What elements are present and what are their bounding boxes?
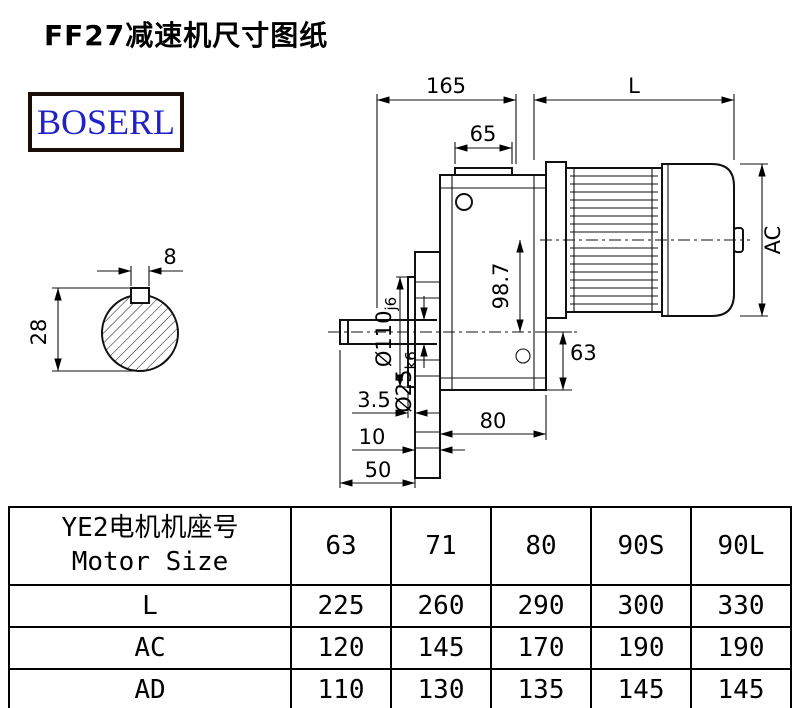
- table-row-AC: AC 120 145 170 190 190: [8, 626, 792, 670]
- dim-165: 165: [376, 74, 517, 308]
- dim-d25-label: Ø25: [392, 369, 416, 412]
- fan-boss: [733, 227, 744, 253]
- dim-28: 28: [27, 287, 140, 372]
- gearbox-inner-lines: [440, 175, 546, 390]
- dim-63-label: 63: [570, 341, 597, 365]
- AC-value: 120: [290, 626, 392, 670]
- keyway-slot: [130, 287, 150, 304]
- dim-28-label: 28: [27, 319, 51, 346]
- table-row-L: L 225 260 290 300 330: [8, 584, 792, 628]
- frame-size-71: 71: [390, 506, 492, 586]
- AD-value: 145: [590, 668, 692, 708]
- dim-d110-label: Ø110: [372, 311, 396, 368]
- AC-value: 145: [390, 626, 492, 670]
- dim-10-label: 10: [359, 425, 386, 449]
- flange-spigot: [407, 276, 416, 388]
- dim-8-label: 8: [163, 245, 176, 269]
- row-label-AD: AD: [8, 668, 292, 708]
- frame-size-63: 63: [290, 506, 392, 586]
- output-shaft: [339, 319, 437, 345]
- gearbox-bolt-hole-bottom: [515, 348, 531, 364]
- AC-value: 190: [590, 626, 692, 670]
- dim-d110: Ø110j6: [372, 276, 408, 388]
- AC-value: 190: [690, 626, 792, 670]
- shaft-section-view: 8 28: [27, 245, 183, 372]
- L-value: 300: [590, 584, 692, 628]
- shaft-section-circle: [101, 294, 179, 372]
- dim-50: 50: [339, 350, 416, 488]
- row-label-L: L: [8, 584, 292, 628]
- AD-value: 135: [490, 668, 592, 708]
- L-value: 330: [690, 584, 792, 628]
- dim-L: L: [533, 74, 735, 160]
- L-value: 260: [390, 584, 492, 628]
- dim-10: 10: [352, 425, 465, 454]
- dim-65-label: 65: [470, 122, 497, 146]
- L-value: 290: [490, 584, 592, 628]
- dim-3-5-label: 3.5: [357, 388, 390, 412]
- dim-d110-tolerance: j6: [382, 297, 400, 312]
- dim-d25: Ø25k6: [392, 296, 428, 413]
- table-header-row: YE2电机机座号 Motor Size 63 71 80 90S 90L: [8, 506, 792, 586]
- frame-size-90S: 90S: [590, 506, 692, 586]
- gearmotor-side-view: 165 L 65 AC: [328, 74, 785, 488]
- dim-AC: AC: [740, 163, 785, 317]
- motor-size-header-cell: YE2电机机座号 Motor Size: [8, 506, 292, 586]
- dim-80: 80: [439, 395, 547, 440]
- dimension-table: YE2电机机座号 Motor Size 63 71 80 90S 90L L 2…: [8, 506, 792, 708]
- dim-AC-label: AC: [761, 226, 785, 255]
- frame-size-80: 80: [490, 506, 592, 586]
- dim-80-label: 80: [480, 409, 507, 433]
- AC-value: 170: [490, 626, 592, 670]
- svg-text:Ø25k6: Ø25k6: [392, 351, 420, 413]
- AD-value: 130: [390, 668, 492, 708]
- dim-L-label: L: [628, 74, 640, 98]
- dim-65: 65: [454, 122, 513, 164]
- AD-value: 110: [290, 668, 392, 708]
- dim-8: 8: [97, 245, 183, 286]
- gearbox-top-boss: [454, 167, 513, 175]
- gearbox-bolt-hole-top: [455, 193, 473, 211]
- dim-98-7-label: 98.7: [489, 263, 513, 310]
- flange-bolt-lines: [415, 281, 440, 449]
- motor-cooling-fins: [570, 175, 658, 305]
- L-value: 225: [290, 584, 392, 628]
- dim-50-label: 50: [365, 458, 392, 482]
- frame-size-90L: 90L: [690, 506, 792, 586]
- table-row-AD: AD 110 130 135 145 145: [8, 668, 792, 708]
- dim-165-label: 165: [426, 74, 466, 98]
- motor-stator-lines: [573, 168, 653, 312]
- row-label-AC: AC: [8, 626, 292, 670]
- motor-size-label-cn: YE2电机机座号: [61, 513, 239, 544]
- brand-logo-text: BOSERL: [36, 102, 176, 142]
- page-title: FF27减速机尺寸图纸: [44, 19, 329, 52]
- dim-3-5: 3.5: [352, 388, 440, 418]
- dim-d25-tolerance: k6: [402, 351, 420, 369]
- motor-fan-cover: [661, 163, 735, 317]
- dim-63: 63: [546, 331, 597, 391]
- technical-drawing: 8 28: [27, 74, 785, 488]
- dim-98-7: 98.7: [489, 240, 524, 332]
- brand-logo: BOSERL: [28, 92, 184, 152]
- svg-text:Ø110j6: Ø110j6: [372, 297, 400, 367]
- motor-size-label-en: Motor Size: [71, 547, 229, 577]
- AD-value: 145: [690, 668, 792, 708]
